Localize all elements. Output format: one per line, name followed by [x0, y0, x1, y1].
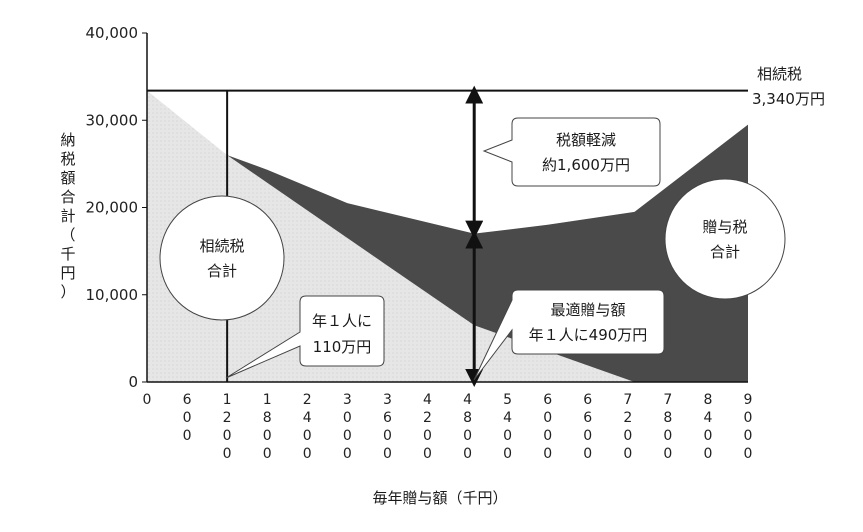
- gift-bubble-line1: 贈与税: [702, 218, 747, 236]
- y-tick-label: 20,000: [86, 199, 139, 217]
- gift-tax-bubble: [664, 178, 786, 300]
- marker-label-line1: 年１人に: [312, 312, 372, 330]
- reference-label-line2: 3,340万円: [752, 90, 825, 108]
- inheritance-bubble-line1: 相続税: [199, 237, 244, 255]
- y-tick-group: 40,000 30,000 20,000 10,000 0: [86, 24, 147, 391]
- inheritance-tax-area: [147, 90, 748, 383]
- marker-callout-box: [225, 295, 385, 379]
- reduction-label-line1: 税額軽減: [556, 131, 616, 149]
- gift-bubble-line2: 合計: [710, 243, 740, 261]
- y-tick-label: 10,000: [86, 286, 139, 304]
- x-axis-title: 毎年贈与額（千円）: [372, 489, 507, 507]
- marker-label-line2: 110万円: [313, 338, 372, 356]
- optimal-label-line1: 最適贈与額: [550, 301, 625, 319]
- optimal-label-line2: 年１人に490万円: [529, 326, 648, 344]
- optimal-callout-box: [473, 289, 665, 381]
- inheritance-bubble-line2: 合計: [207, 262, 237, 280]
- x-tick-label: 0: [143, 392, 152, 408]
- inheritance-tax-bubble: [159, 195, 285, 321]
- reference-label-line1: 相続税: [757, 65, 802, 83]
- reduction-label-line2: 約1,600万円: [542, 156, 630, 174]
- y-axis-title: 納税額合計（千円）: [60, 131, 75, 301]
- y-tick-label: 30,000: [86, 111, 139, 129]
- y-tick-label: 40,000: [86, 24, 139, 42]
- reduction-callout-box: [482, 117, 661, 187]
- y-tick-label: 0: [128, 373, 138, 391]
